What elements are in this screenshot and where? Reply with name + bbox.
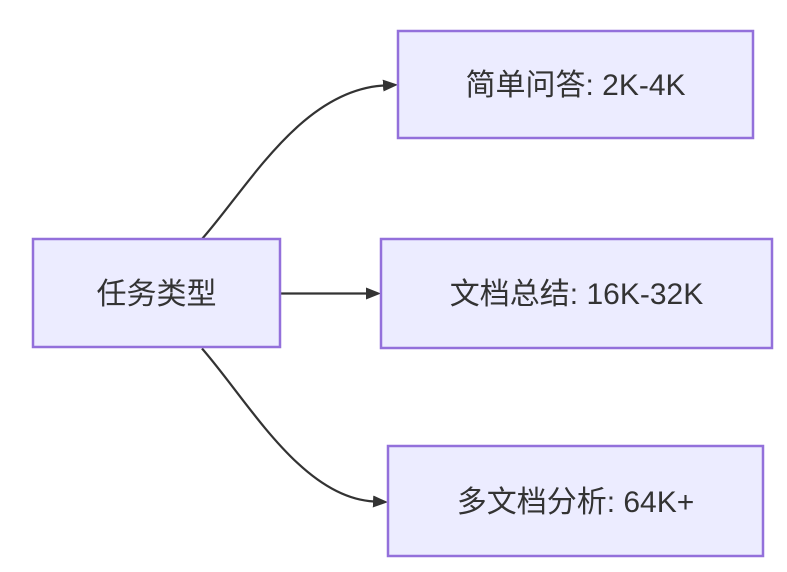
node-doc-summary-box: [379, 237, 774, 350]
node-task-type-label: 任务类型: [97, 278, 217, 311]
node-simple-qa-label: 简单问答: 2K-4K: [465, 69, 685, 102]
node-doc-summary-label: 文档总结: 16K-32K: [450, 278, 703, 311]
node-multi-doc: 多文档分析: 64K+: [386, 444, 765, 558]
node-multi-doc-box: [386, 444, 765, 558]
node-simple-qa: 简单问答: 2K-4K: [396, 29, 755, 140]
node-task-type-box: [31, 237, 282, 349]
edge-task-type-to-multi-doc: [201, 347, 388, 508]
edge-task-type-to-simple-qa: [201, 79, 398, 240]
node-doc-summary: 文档总结: 16K-32K: [379, 237, 774, 350]
node-simple-qa-box: [396, 29, 755, 140]
node-task-type: 任务类型: [31, 237, 282, 349]
node-multi-doc-label: 多文档分析: 64K+: [457, 486, 695, 519]
